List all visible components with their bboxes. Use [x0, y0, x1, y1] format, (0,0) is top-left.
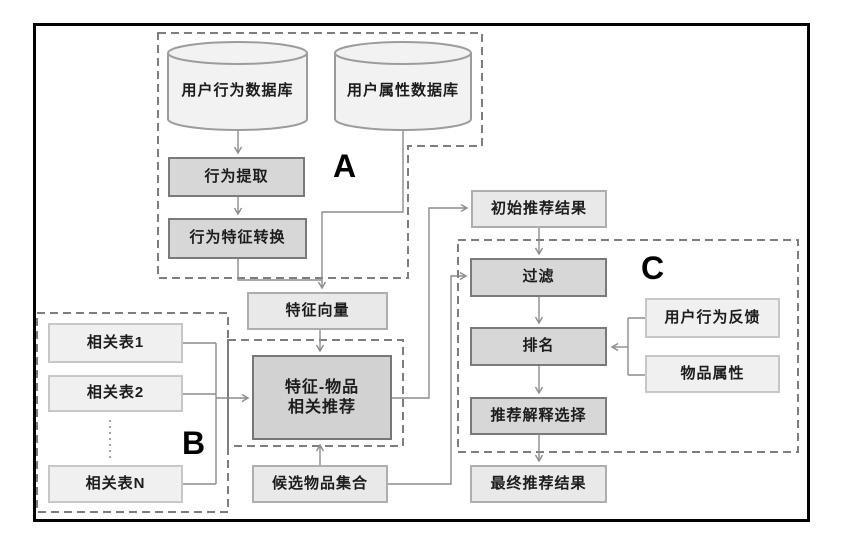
node-behavior-db-label: 用户行为数据库: [181, 81, 294, 99]
connector-featureitem-to-initial: [392, 203, 469, 399]
node-related-table-1: 相关表1: [48, 323, 183, 363]
feature-item-line1: 特征-物品: [284, 378, 360, 396]
attribute-database-cylinder: [334, 41, 472, 131]
feature-item-group-outline: [227, 339, 404, 447]
group-c-outline: [457, 239, 799, 453]
node-filter: 过滤: [470, 258, 607, 297]
node-related-table-2: 相关表2: [48, 375, 183, 412]
group-b-label: B: [182, 425, 206, 461]
connector-candidates-to-filter: [388, 271, 468, 485]
node-final-results: 最终推荐结果: [470, 465, 607, 503]
node-explanation-selection: 推荐解释选择: [470, 397, 607, 435]
node-ranking: 排名: [470, 327, 607, 366]
connector-conversion-to-join: [237, 259, 322, 281]
outer-frame: [33, 23, 810, 522]
node-attribute-db-label: 用户属性数据库: [346, 81, 459, 99]
node-behavior-feature-conversion: 行为特征转换: [168, 218, 307, 259]
behavior-database-cylinder: [167, 41, 308, 131]
connector-attributedb-to-featurevector: [317, 131, 404, 290]
group-c-label: C: [641, 250, 665, 286]
group-a-label: A: [333, 148, 357, 184]
node-candidate-item-set: 候选物品集合: [252, 465, 388, 503]
connector-feedback-attributes-bus: [627, 317, 645, 376]
node-initial-results: 初始推荐结果: [471, 190, 607, 228]
group-a-outline: [157, 32, 483, 279]
node-feature-vector: 特征向量: [247, 292, 388, 330]
node-behavior-extraction: 行为提取: [168, 157, 305, 197]
node-feature-item-recommendation: 特征-物品 相关推荐: [252, 355, 392, 440]
connector-tables-bus: [183, 342, 217, 485]
node-user-behavior-feedback: 用户行为反馈: [645, 298, 780, 338]
group-b-outline: [36, 312, 229, 513]
node-item-attributes: 物品属性: [645, 355, 780, 393]
node-related-table-n: 相关表N: [48, 465, 183, 503]
feature-item-line2: 相关推荐: [287, 398, 356, 416]
